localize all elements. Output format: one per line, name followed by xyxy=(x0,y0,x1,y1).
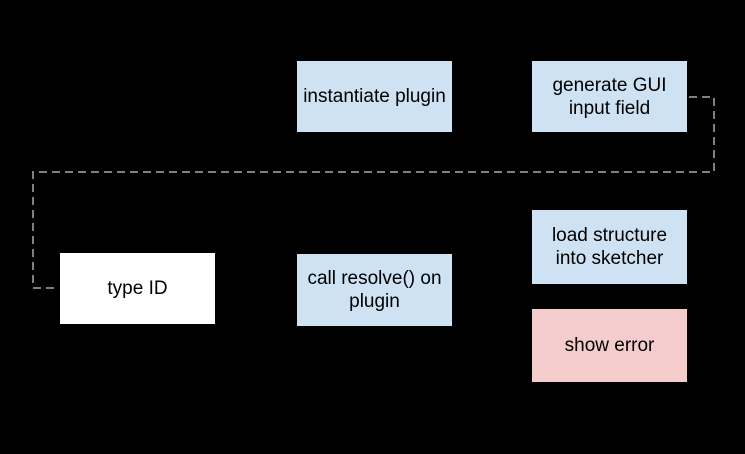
node-call-resolve-on-plugin-label: call resolve() on plugin xyxy=(307,268,442,312)
node-load-structure-into-sketcher-label: load structure into sketcher xyxy=(551,225,668,269)
node-show-error-label: show error xyxy=(564,335,655,356)
node-type-id-label: type ID xyxy=(107,278,168,299)
node-show-error: show error xyxy=(531,308,688,383)
node-type-id: type ID xyxy=(59,252,216,325)
node-instantiate-plugin: instantiate plugin xyxy=(296,60,453,133)
node-call-resolve-on-plugin: call resolve() on plugin xyxy=(296,253,453,327)
node-generate-gui-input-field-label: generate GUI input field xyxy=(552,74,667,119)
node-instantiate-plugin-label: instantiate plugin xyxy=(303,86,446,107)
node-generate-gui-input-field: generate GUI input field xyxy=(531,60,688,133)
node-load-structure-into-sketcher: load structure into sketcher xyxy=(531,209,688,285)
